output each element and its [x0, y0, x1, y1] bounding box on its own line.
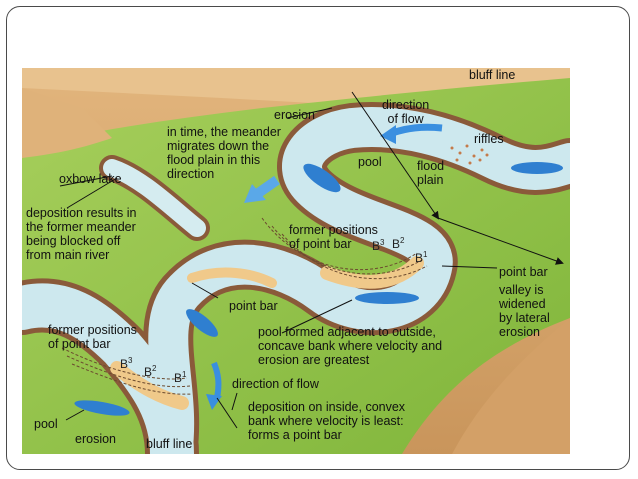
label-riffles: riffles [474, 132, 504, 146]
flow-arrowhead-top [380, 125, 396, 144]
label-bluff-line-bottom: bluff line [146, 437, 193, 451]
label-erosion-bottom: erosion [75, 432, 116, 446]
flow-arrowhead-bottom [206, 394, 222, 410]
marker-b3-left: B3 [120, 356, 133, 371]
pool-top [303, 163, 341, 193]
leader-lines [59, 91, 564, 429]
marker-b1-right: B1 [415, 250, 428, 265]
former-positions-right [261, 217, 428, 280]
label-valley-widened: valley is widened by lateral erosion [499, 283, 550, 339]
flow-arrow-bottom [211, 361, 222, 399]
label-pool-top: pool [358, 155, 382, 169]
marker-b1-left: B1 [174, 370, 187, 385]
label-former-positions-right: former positions of point bar [289, 223, 378, 251]
point-bar-middle [187, 267, 277, 288]
migration-arrow [254, 175, 280, 199]
meander-diagram: bluff line direction of flow erosion rif… [22, 68, 570, 454]
label-meander-migrates: in time, the meander migrates down the f… [167, 125, 281, 181]
label-point-bar-middle: point bar [229, 299, 278, 313]
bluff-bottom-right [452, 318, 570, 454]
label-flood-plain: flood plain [417, 159, 445, 187]
pool-bottom [74, 400, 130, 416]
label-direction-of-flow-bottom: direction of flow [232, 377, 319, 391]
riffles-dots [450, 144, 489, 165]
label-deposition-blocked: deposition results in the former meander… [26, 206, 137, 262]
oxbow-lake-water [103, 159, 206, 237]
bluff-left [22, 88, 112, 158]
pool-far-right [511, 162, 563, 174]
marker-b2-right: B2 [392, 236, 405, 251]
migration-arrowhead [244, 184, 266, 203]
marker-b2-left: B2 [144, 364, 157, 379]
label-point-bar-right: point bar [499, 265, 548, 279]
pool-right [355, 292, 419, 304]
marker-b3-right: B3 [372, 238, 385, 253]
former-positions-left [61, 347, 193, 395]
point-bar-right [320, 256, 424, 289]
point-bar-left [110, 361, 189, 410]
river-water-main [148, 107, 570, 454]
pool-middle [186, 309, 218, 337]
label-direction-of-flow-top: direction of flow [382, 98, 430, 126]
meander-illustration [22, 68, 570, 454]
label-bluff-line-top: bluff line [469, 68, 516, 82]
label-oxbow-lake: oxbow lake [59, 172, 122, 186]
label-pool-bottom: pool [34, 417, 58, 431]
label-erosion-top: erosion [274, 108, 315, 122]
label-pool-formed-outside: pool formed adjacent to outside, concave… [258, 325, 443, 367]
label-deposition-inside: deposition on inside, convex bank where … [248, 400, 406, 442]
label-former-positions-left: former positions of point bar [48, 323, 137, 351]
